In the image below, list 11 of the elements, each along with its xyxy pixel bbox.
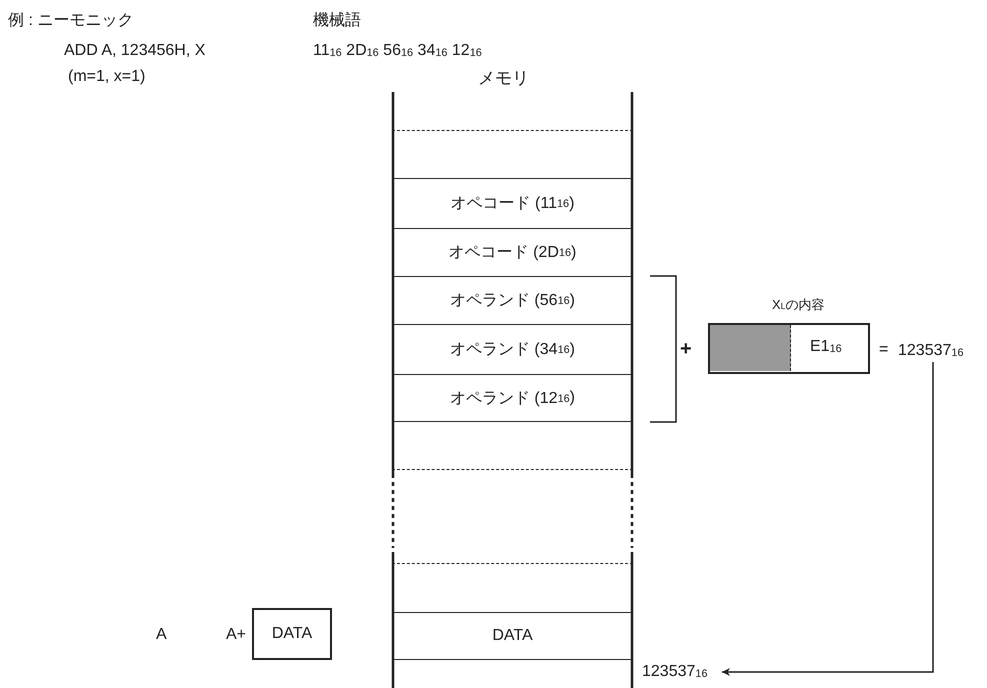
machine-code-heading: 機械語 [313, 10, 361, 31]
mode-note: (m=1, x=1) [68, 68, 146, 86]
data-box: DATA [252, 608, 332, 660]
plus-sign: + [680, 338, 692, 361]
arrow [722, 362, 934, 676]
address-label: A [156, 626, 167, 644]
example-heading: 例 : ニーモニック [8, 11, 134, 31]
memory-cell: DATA [392, 612, 633, 660]
equals-sign: = [879, 341, 888, 359]
address-label: A+ [226, 626, 246, 644]
mnemonic-text: ADD A, 123456H, X [64, 42, 206, 60]
